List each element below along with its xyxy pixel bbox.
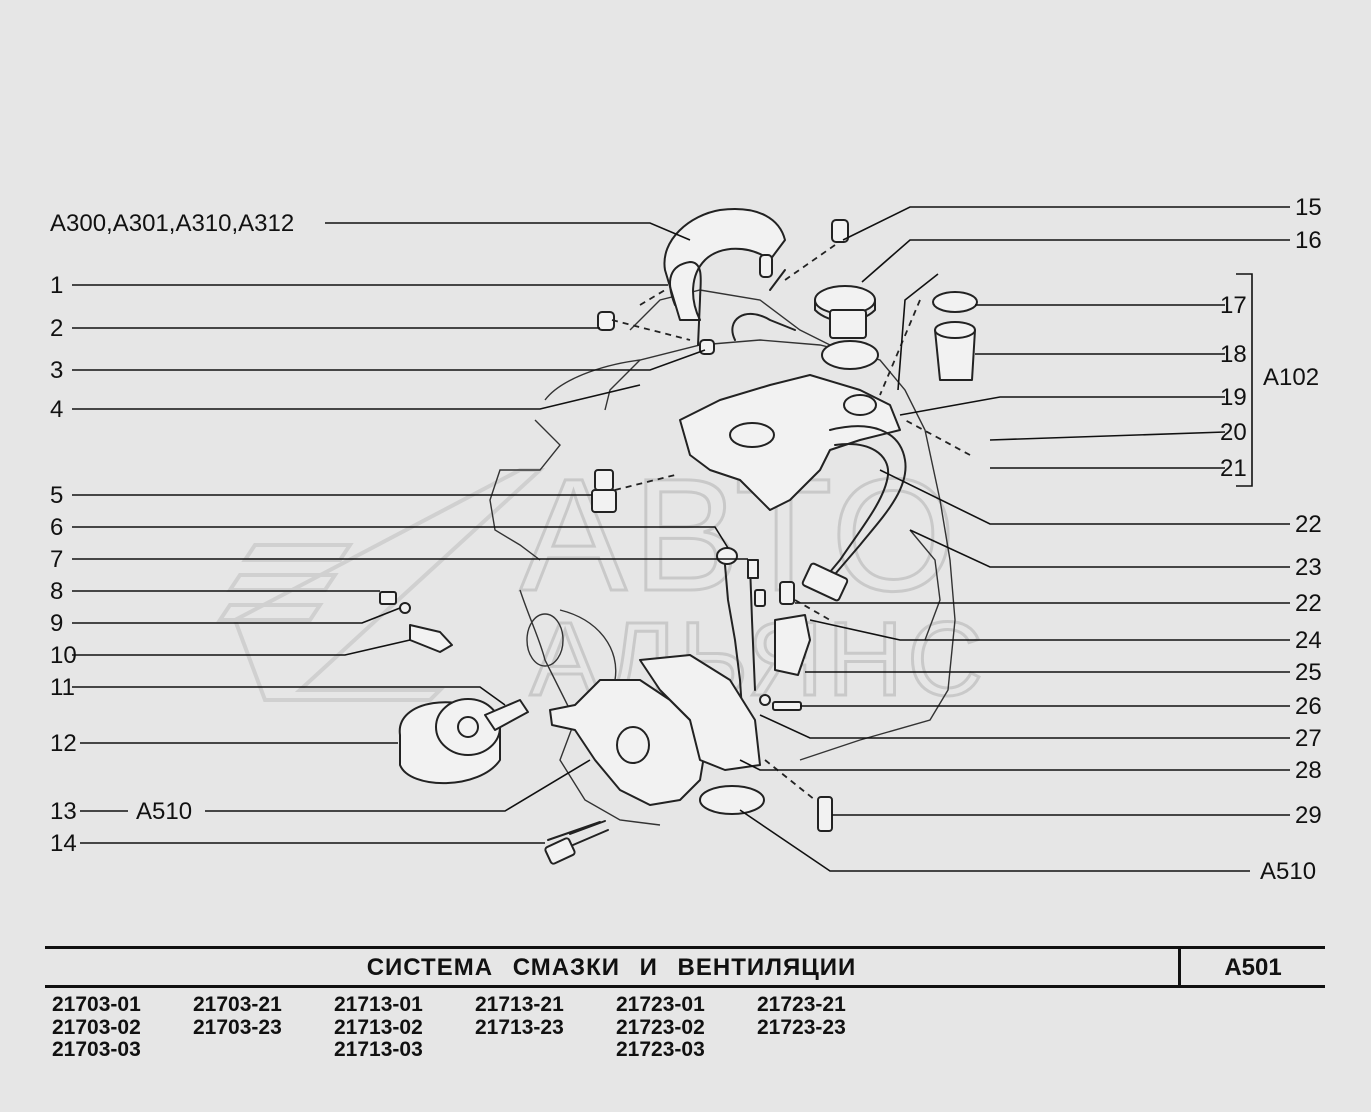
small-fasteners	[379, 581, 833, 832]
leader-lines-left	[72, 222, 748, 844]
callout-11: 11	[50, 674, 75, 701]
callout-7: 7	[50, 546, 63, 573]
model-code: 21713-23	[475, 1015, 564, 1039]
callout-22-upper: 22	[1295, 511, 1322, 538]
callout-26: 26	[1295, 693, 1322, 720]
callout-13: 13	[50, 798, 77, 825]
leader-lines-right	[739, 206, 1290, 872]
model-code: 21703-02	[52, 1015, 141, 1039]
callouts-left: A300,A301,A310,A312 1 2 3 4 5 6 7 8 9 10…	[50, 210, 294, 857]
dipstick	[716, 547, 759, 711]
model-code: 21723-21	[757, 993, 846, 1016]
model-code: 21723-03	[616, 1038, 705, 1061]
callout-20: 20	[1220, 419, 1247, 446]
model-column: 21723-21 21723-23	[757, 993, 897, 1039]
callout-19: 19	[1220, 384, 1247, 411]
callout-28: 28	[1295, 757, 1322, 784]
callout-a102: A102	[1263, 364, 1319, 391]
model-code: 21723-23	[757, 1015, 846, 1039]
callout-29: 29	[1295, 802, 1322, 829]
model-code: 21703-01	[52, 993, 141, 1016]
model-code: 21713-02	[334, 1015, 423, 1039]
model-code: 21723-02	[616, 1015, 705, 1039]
callout-24: 24	[1295, 627, 1322, 654]
assembly-arrows	[611, 244, 971, 801]
model-code: 21703-21	[193, 993, 282, 1016]
oil-filler-cap	[814, 285, 978, 381]
breather-fitting	[591, 469, 617, 513]
callout-12: 12	[50, 730, 77, 757]
callout-15: 15	[1295, 194, 1322, 221]
oil-filter	[398, 698, 529, 785]
callout-9: 9	[50, 610, 63, 637]
title-block: СИСТЕМА СМАЗКИ И ВЕНТИЛЯЦИИ А501	[45, 946, 1325, 988]
callout-2: 2	[50, 315, 63, 342]
callout-27: 27	[1295, 725, 1322, 752]
engine-block	[489, 289, 956, 826]
callout-1: 1	[50, 272, 63, 299]
model-code: 21703-03	[52, 1038, 141, 1061]
callout-10: 10	[50, 642, 77, 669]
callout-a510-right: A510	[1260, 858, 1316, 885]
callout-a300-group: A300,A301,A310,A312	[50, 210, 294, 237]
callout-16: 16	[1295, 227, 1322, 254]
callout-5: 5	[50, 482, 63, 509]
callout-14: 14	[50, 830, 77, 857]
model-code: 21723-01	[616, 993, 705, 1016]
callout-3: 3	[50, 357, 63, 384]
oil-drain-pipe	[801, 425, 907, 602]
model-column: 21713-01 21713-02 21713-03	[334, 993, 474, 1062]
callout-a510-left: A510	[136, 798, 192, 825]
model-list: 21703-01 21703-02 21703-03 21703-21 2170…	[52, 993, 952, 1066]
model-column: 21703-21 21703-23	[193, 993, 333, 1039]
callout-23: 23	[1295, 554, 1322, 581]
parts-diagram: АВТО АЛЬЯНС	[50, 194, 1322, 885]
model-code: 21703-23	[193, 1015, 282, 1039]
model-column: 21713-21 21713-23	[475, 993, 615, 1039]
model-column: 21723-01 21723-02 21723-03	[616, 993, 756, 1062]
sheet-code: А501	[1224, 954, 1282, 981]
callout-18: 18	[1220, 341, 1247, 368]
callout-25: 25	[1295, 659, 1322, 686]
callout-22-lower: 22	[1295, 590, 1322, 617]
page-title: СИСТЕМА СМАЗКИ И ВЕНТИЛЯЦИИ	[366, 954, 857, 981]
callout-4: 4	[50, 396, 63, 423]
air-duct-hose	[597, 208, 849, 355]
model-code: 21713-01	[334, 993, 423, 1016]
oil-pump	[544, 654, 765, 865]
model-code: 21713-21	[475, 993, 564, 1016]
callout-6: 6	[50, 514, 63, 541]
callout-8: 8	[50, 578, 63, 605]
model-column: 21703-01 21703-02 21703-03	[52, 993, 192, 1062]
model-code: 21713-03	[334, 1038, 423, 1061]
callout-21: 21	[1220, 455, 1247, 482]
callouts-right: 15 16 17 18 19 20 21 A102 22 23 22 24 25…	[1220, 194, 1322, 885]
title-divider	[1178, 949, 1181, 985]
callout-17: 17	[1220, 292, 1247, 319]
